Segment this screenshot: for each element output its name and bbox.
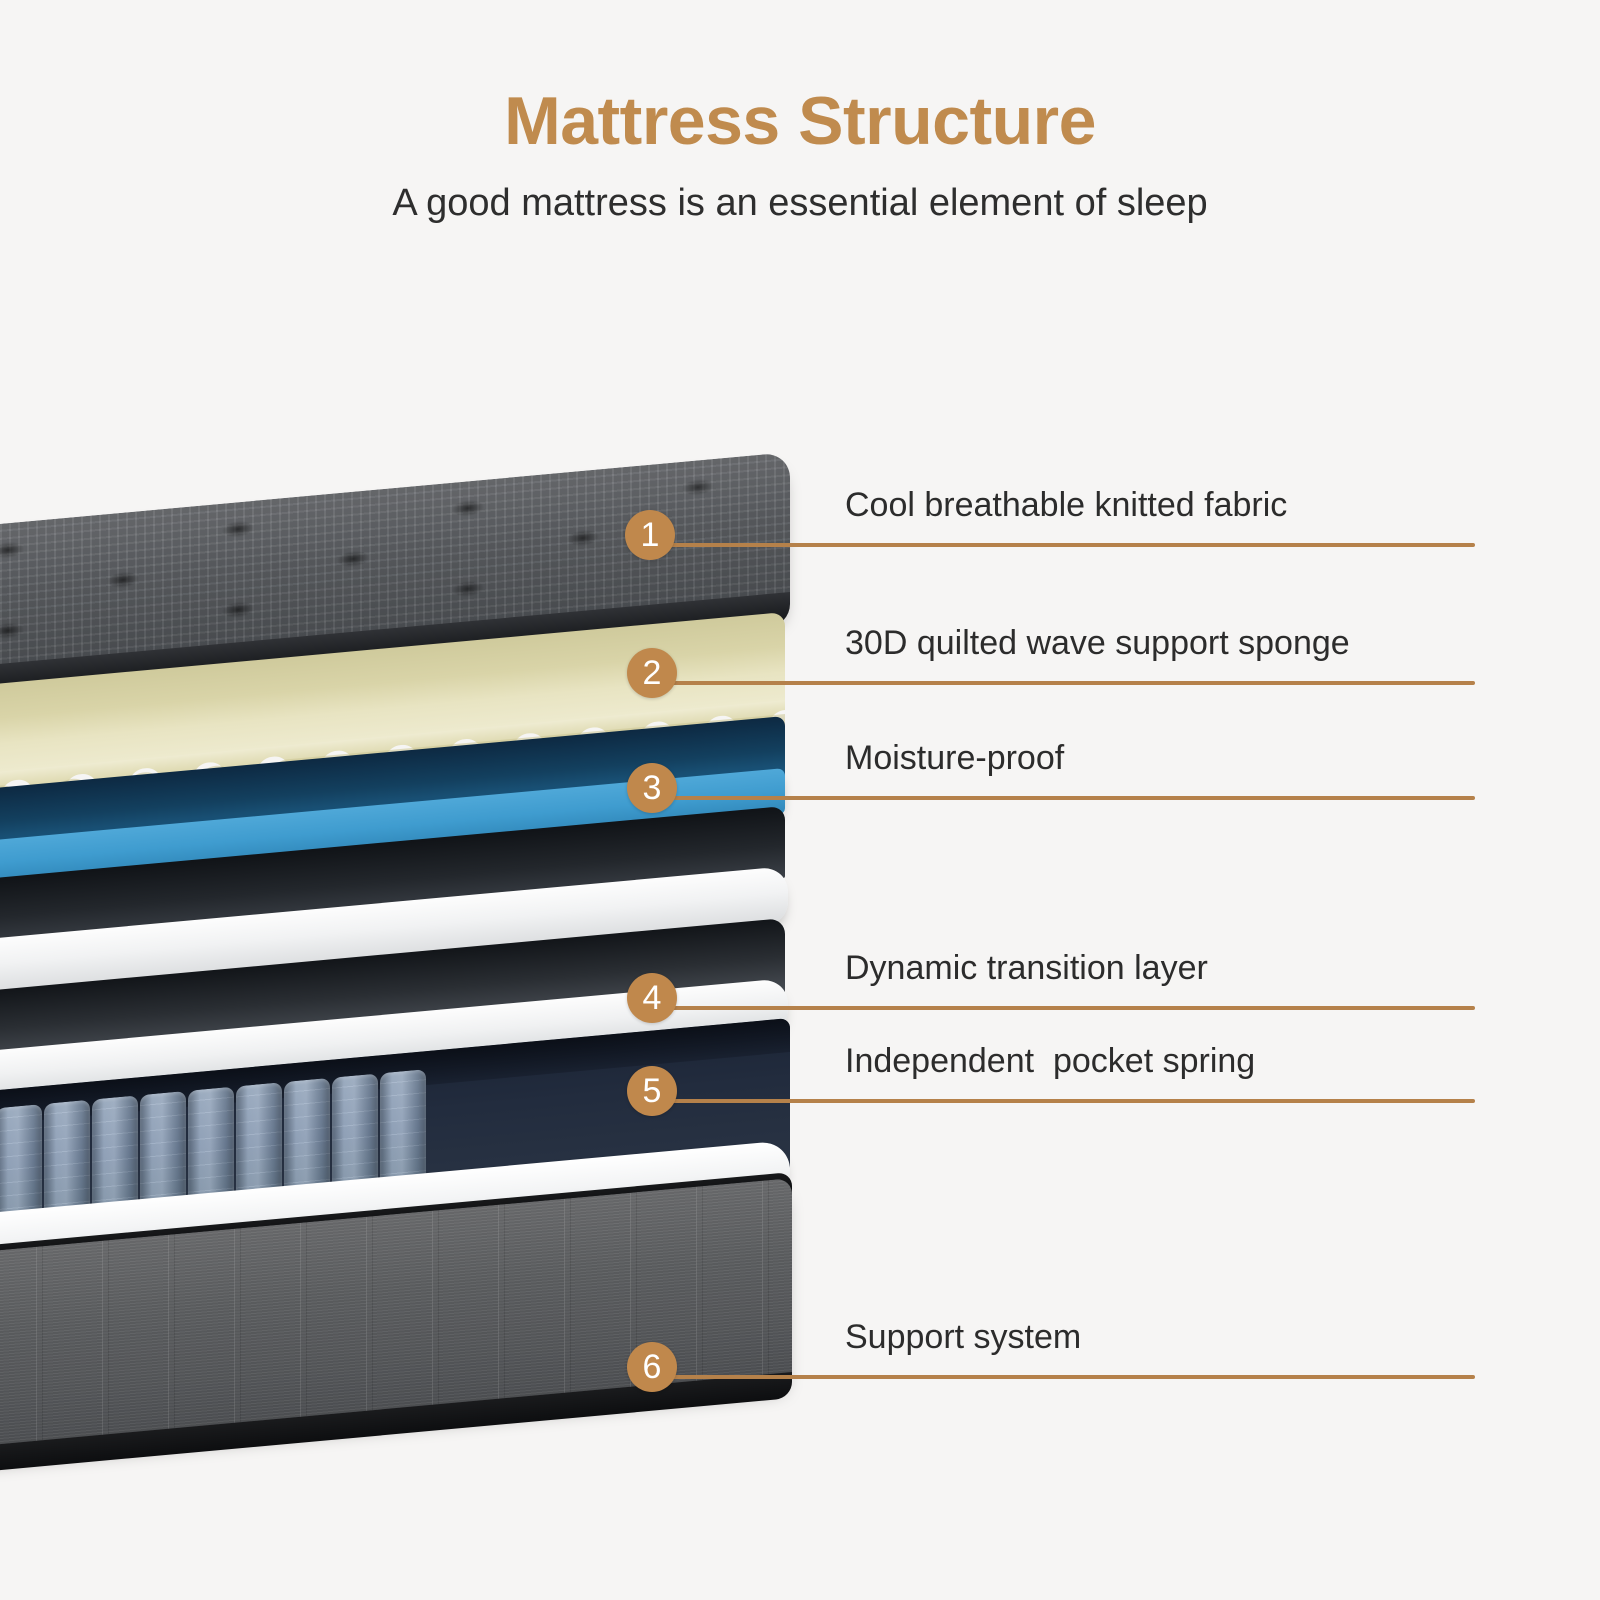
callout-line-6	[662, 1375, 1475, 1379]
callout-label-2: 30D quilted wave support sponge	[845, 624, 1350, 662]
callout-label-5: Independent pocket spring	[845, 1042, 1256, 1080]
callout-badge-2[interactable]: 2	[627, 648, 677, 698]
callout-badge-4[interactable]: 4	[627, 973, 677, 1023]
callout-label-6: Support system	[845, 1318, 1082, 1356]
callout-label-3: Moisture-proof	[845, 739, 1065, 777]
callout-line-2	[662, 681, 1475, 685]
callout-line-1	[660, 543, 1475, 547]
callout-label-4: Dynamic transition layer	[845, 949, 1208, 987]
callout-line-4	[662, 1006, 1475, 1010]
callout-badge-3[interactable]: 3	[627, 763, 677, 813]
callout-line-5	[662, 1099, 1475, 1103]
callout-label-1: Cool breathable knitted fabric	[845, 486, 1288, 524]
callout-badge-1[interactable]: 1	[625, 510, 675, 560]
callout-badge-6[interactable]: 6	[627, 1342, 677, 1392]
mattress-exploded-diagram	[0, 452, 792, 1503]
callout-line-3	[662, 796, 1475, 800]
callout-badge-5[interactable]: 5	[627, 1066, 677, 1116]
